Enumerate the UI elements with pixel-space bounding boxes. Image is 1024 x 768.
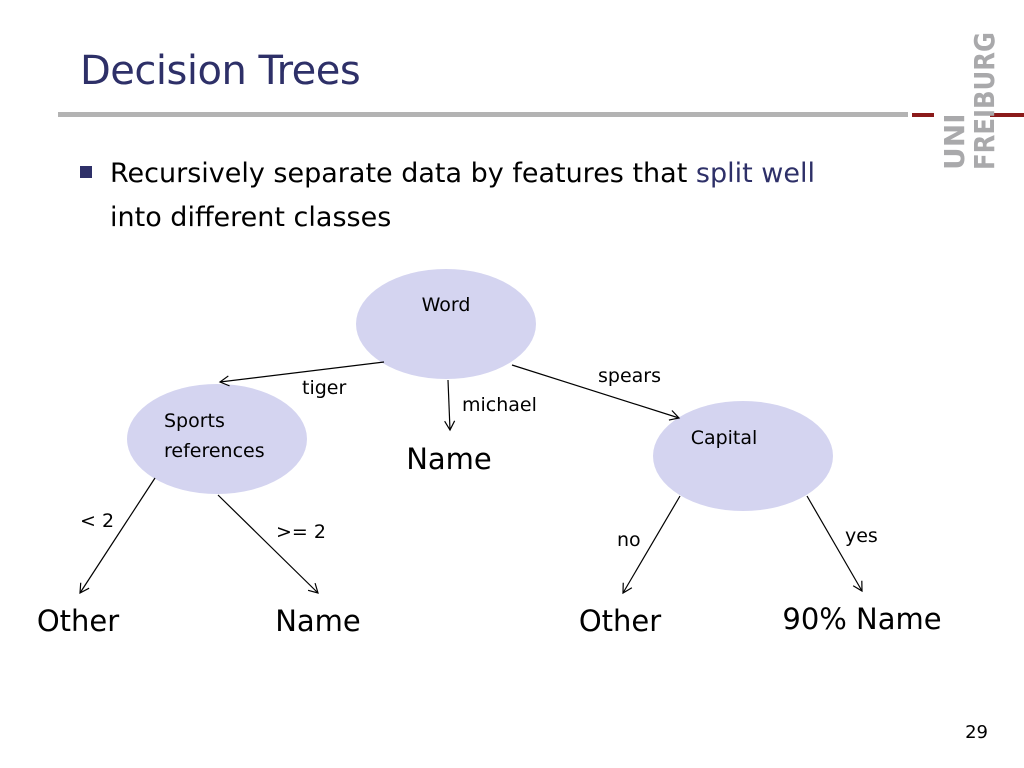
edge-label-yes: yes <box>845 525 878 547</box>
edge-tiger <box>218 361 385 387</box>
node-sports-label-line1: Sports <box>164 410 225 432</box>
title-divider <box>58 112 908 117</box>
node-sports-label-line2: references <box>164 440 265 462</box>
bullet-text-before: Recursively separate data by features th… <box>110 158 696 189</box>
node-word <box>356 269 536 379</box>
leaf-name-left: Name <box>275 604 361 638</box>
edge-label-tiger: tiger <box>302 377 346 399</box>
slide-title: Decision Trees <box>80 48 361 94</box>
bullet-text-highlight: split well <box>695 158 815 189</box>
uni-freiburg-logo: UNI FREIBURG <box>912 32 1024 170</box>
leaf-other-left: Other <box>37 604 119 638</box>
page-number: 29 <box>965 722 988 743</box>
bullet-text-after: into different classes <box>110 202 392 233</box>
leaf-90-name: 90% Name <box>782 602 941 636</box>
edge-lt2 <box>79 477 156 595</box>
edge-label-ge2: >= 2 <box>276 521 326 543</box>
logo-bar-right <box>990 113 1024 117</box>
node-capital-label: Capital <box>691 427 758 449</box>
edge-michael <box>444 379 456 432</box>
edge-ge2 <box>217 494 319 594</box>
node-capital <box>653 401 833 511</box>
node-word-label: Word <box>422 294 471 316</box>
logo-bar-left <box>912 113 934 117</box>
edge-label-michael: michael <box>462 394 537 416</box>
edge-label-spears: spears <box>598 365 661 387</box>
bullet-text: Recursively separate data by features th… <box>110 152 840 240</box>
bullet-item: Recursively separate data by features th… <box>80 152 840 240</box>
leaf-name-center: Name <box>406 442 492 476</box>
edge-yes <box>806 495 863 593</box>
logo-line-uni: UNI <box>938 113 971 170</box>
node-sports-references <box>127 384 307 494</box>
edge-spears <box>511 364 681 421</box>
edge-label-lt2: < 2 <box>80 510 114 532</box>
edge-no <box>622 495 681 595</box>
edge-label-no: no <box>617 529 641 551</box>
logo-line-freiburg: FREIBURG <box>968 32 1001 170</box>
leaf-other-right: Other <box>579 604 661 638</box>
bullet-marker <box>80 166 92 178</box>
